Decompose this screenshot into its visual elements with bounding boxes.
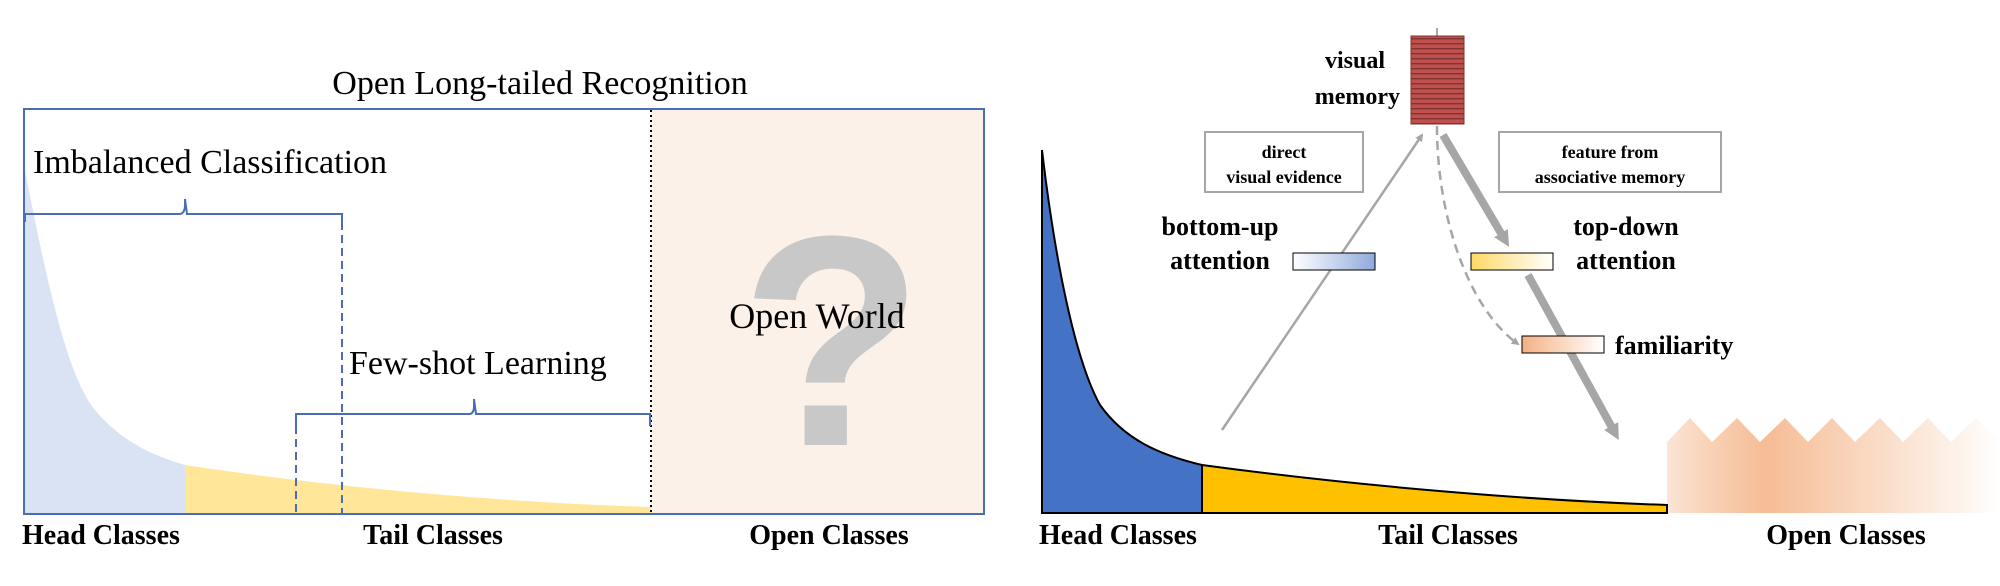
open-classes-region xyxy=(1667,418,2000,513)
bottom-up-label-2: attention xyxy=(1170,246,1270,275)
open-world-region xyxy=(651,110,983,513)
familiarity-arrow xyxy=(1435,125,1520,346)
direct-evidence-line-2: visual evidence xyxy=(1226,167,1342,187)
top-down-label-1: top-down xyxy=(1573,212,1679,241)
top-down-label-2: attention xyxy=(1576,246,1676,275)
associative-memory-box xyxy=(1498,131,1722,193)
head-distribution-area xyxy=(25,170,185,513)
associative-line-2: associative memory xyxy=(1535,167,1685,187)
familiarity-label: familiarity xyxy=(1615,331,1733,360)
direct-evidence-line-1: direct xyxy=(1262,142,1307,162)
right-open-classes-label: Open Classes xyxy=(1766,520,1926,551)
bottom-up-arrow xyxy=(1220,133,1424,431)
tail-distribution-area xyxy=(185,465,651,513)
few-shot-learning-label: Few-shot Learning xyxy=(349,345,607,382)
imbalanced-brace xyxy=(24,198,343,222)
open-classes-label: Open Classes xyxy=(749,520,909,551)
head-classes-label: Head Classes xyxy=(22,520,180,551)
right-panel: visual memory direct visual evidence fea… xyxy=(1039,28,2000,551)
open-world-label: Open World xyxy=(729,296,904,336)
few-shot-brace xyxy=(295,398,651,426)
right-head-classes-label: Head Classes xyxy=(1039,520,1197,551)
tail-classes-label: Tail Classes xyxy=(363,520,503,551)
imbalanced-classification-label: Imbalanced Classification xyxy=(33,144,387,181)
familiarity-bar xyxy=(1521,335,1605,354)
bottom-up-label-1: bottom-up xyxy=(1161,212,1278,241)
tail-class-area xyxy=(1201,463,1668,514)
top-down-attention-bar xyxy=(1470,252,1554,271)
left-panel-frame xyxy=(23,108,985,515)
visual-memory-label-1: visual xyxy=(1325,48,1385,74)
right-tail-classes-label: Tail Classes xyxy=(1378,520,1518,551)
visual-memory-label-2: memory xyxy=(1315,84,1400,110)
bottom-up-attention-bar xyxy=(1292,252,1376,271)
head-class-area xyxy=(1041,149,1203,514)
associative-line-1: feature from xyxy=(1562,142,1659,162)
question-mark-icon: ? xyxy=(740,173,923,509)
left-panel: Open Long-tailed Recognition ? Imbalance… xyxy=(22,65,985,551)
panel-title: Open Long-tailed Recognition xyxy=(332,65,747,102)
top-down-arrow-lower xyxy=(1524,273,1619,441)
visual-memory-block xyxy=(1410,35,1465,125)
direct-evidence-box xyxy=(1204,131,1364,193)
top-down-arrow-upper xyxy=(1439,132,1510,247)
